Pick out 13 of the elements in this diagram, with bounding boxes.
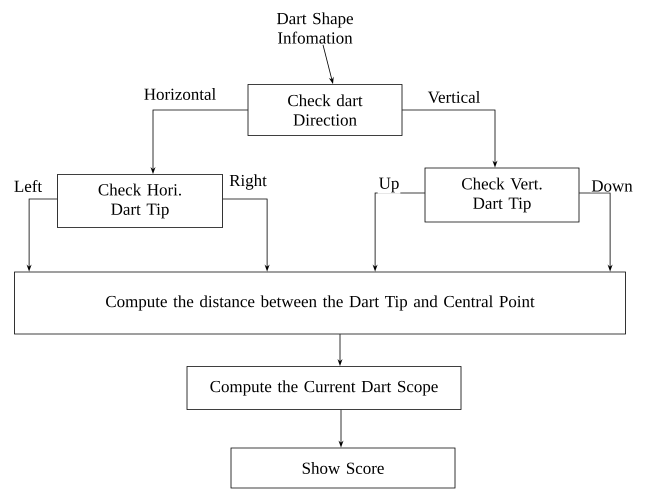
input-label: Dart Shape Infomation: [276, 12, 353, 44]
process-box: Check Vert. Dart Tip: [424, 168, 580, 222]
edge-label: Horizontal: [142, 87, 218, 101]
process-box: Compute the distance between the Dart Tip and Central Point: [14, 272, 626, 334]
process-box: Show Score: [230, 448, 456, 488]
edge-label: Right: [228, 173, 268, 191]
edge-label: Vertical: [426, 90, 482, 104]
process-box: Compute the Current Dart Scope: [186, 366, 462, 410]
process-box: Check dart Direction: [248, 84, 402, 136]
edge-label: Up: [378, 176, 400, 194]
edge-label: Left: [12, 178, 44, 194]
process-box: Check Hori. Dart Tip: [57, 174, 223, 228]
edge-label: Down: [590, 179, 634, 193]
